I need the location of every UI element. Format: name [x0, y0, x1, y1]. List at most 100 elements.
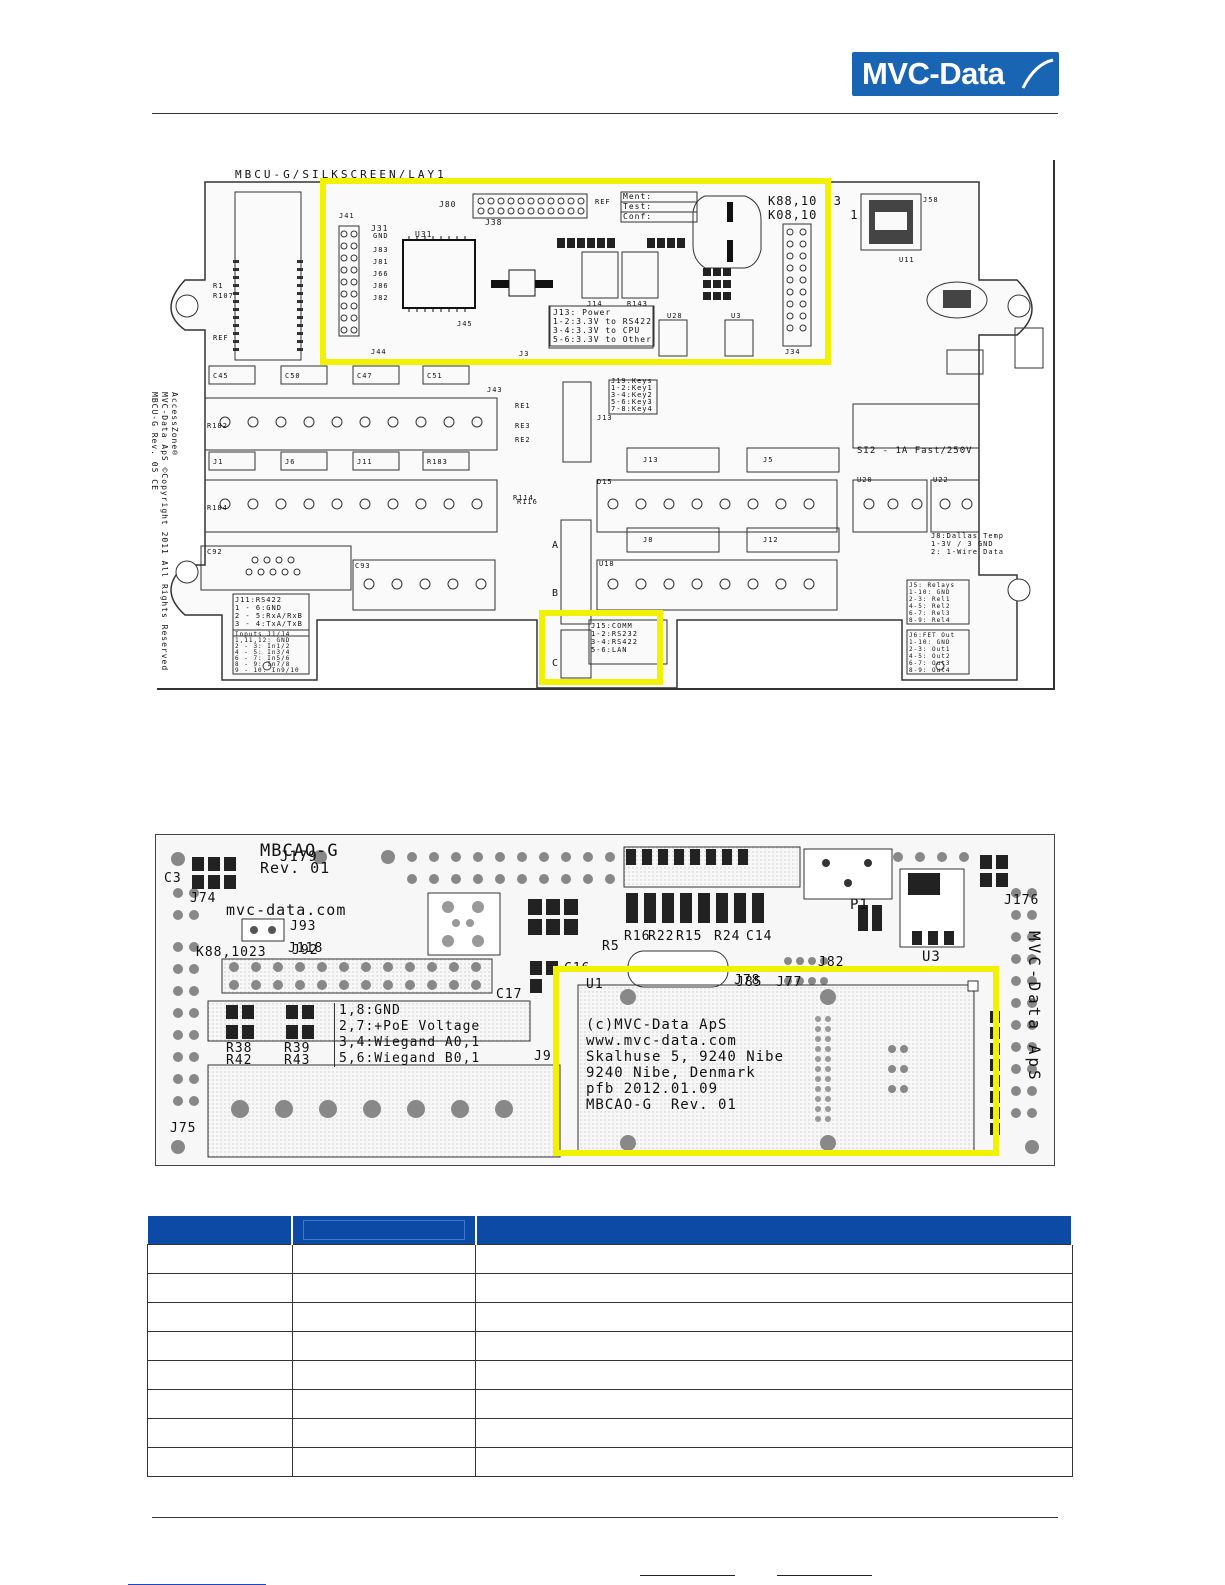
ref-label: REF — [213, 334, 229, 342]
table-cell — [147, 1331, 293, 1361]
j11-line: 3 - 4:TxA/TxB — [235, 620, 303, 628]
ref-label: J9 — [534, 1049, 552, 1064]
table-cell — [291, 1273, 477, 1303]
pin-legend-line: 5,6:Wiegand B0,1 — [339, 1051, 481, 1066]
table-cell — [291, 1447, 477, 1477]
copyright-line: MBCAO-G Rev. 01 — [586, 1097, 737, 1113]
ref-label: J74 — [190, 891, 217, 906]
ref-label: C51 — [427, 372, 443, 380]
bottom-pcb-figure: MBCAO-G Rev. 01 mvc-data.com 1,8:GND 2,7… — [155, 834, 1055, 1166]
ref-label: J45 — [457, 320, 473, 328]
table-row — [147, 1302, 1073, 1332]
board-top-title: MBCU-G/SILKSCREEN/LAY1 — [235, 168, 447, 181]
j6-line: 6-7: Out3 — [909, 660, 951, 667]
table-cell — [147, 1302, 293, 1332]
ref-label: C17 — [496, 987, 523, 1002]
ref-label: R42 — [226, 1053, 253, 1068]
bottom-pcb-drawing — [156, 835, 1054, 1165]
j15-line: 5-6:LAN — [591, 646, 628, 654]
fuse-label: SI2 - 1A Fast/250V — [857, 446, 973, 456]
top-pcb-figure: MBCU-G/SILKSCREEN/LAY1 K88,10 3 K08,10 1… — [150, 160, 1055, 690]
inputs-line: 1,11,12: GND — [235, 637, 291, 644]
footer-rule — [152, 1517, 1058, 1518]
ref-label: J77 — [776, 975, 803, 990]
highlight-box-module — [553, 966, 999, 1156]
side-label-c: C — [552, 658, 560, 669]
ref-label: J66 — [373, 270, 389, 278]
inputs-line: 9 - 10: In9/10 — [235, 667, 300, 674]
right-vertical-text: MVC-Data ApS — [1025, 931, 1044, 1083]
bottom-board-rev: Rev. 01 — [260, 859, 331, 877]
footer-underline-2 — [777, 1575, 872, 1576]
table-cell — [291, 1418, 477, 1448]
ref-label: J31 — [371, 224, 389, 233]
ref-label: R183 — [427, 458, 448, 466]
table-cell — [147, 1273, 293, 1303]
ref-label: R184 — [207, 504, 228, 512]
table-header-row — [147, 1216, 1074, 1245]
table-cell — [291, 1302, 477, 1332]
table-header-cell — [475, 1216, 1074, 1245]
highlight-box-j15 — [539, 610, 663, 685]
top-pcb-drawing — [170, 181, 1044, 688]
ref-label: U3 — [731, 312, 742, 320]
ref-label: U3 — [922, 949, 941, 965]
ref-label: GND — [373, 232, 389, 240]
ref-label: J93 — [290, 919, 317, 934]
ref-label: U1 — [586, 977, 604, 992]
inputs-line: Inputs J1/J4 — [235, 631, 291, 638]
ref-label: J81 — [373, 258, 389, 266]
j8-line: 2: 1-Wire Data — [931, 548, 1005, 556]
j15-line: J15:COMM — [591, 622, 633, 630]
ref-label: RE2 — [515, 436, 531, 444]
inputs-line: 2 - 3: In1/2 — [235, 643, 291, 650]
ref-label: R43 — [284, 1053, 311, 1068]
ref-label: J58 — [923, 196, 939, 204]
j19-line: 7-8:Key4 — [611, 405, 653, 413]
j15-line: 1-2:RS232 — [591, 630, 638, 638]
ref-label: C45 — [213, 372, 229, 380]
j13-line: 5-6:3.3V to Other — [553, 335, 652, 344]
j6-legend: J6:FET Out 1-10: GND 2-3: Out1 4-5: Out2… — [909, 632, 955, 674]
k-number-2: K08,10 1 — [768, 208, 859, 222]
table-cell — [147, 1418, 293, 1448]
j5-line: 2-3: Rel1 — [909, 596, 951, 603]
j6-line: 4-5: Out2 — [909, 653, 951, 660]
ref-label: R16 — [624, 929, 651, 944]
pin-legend-line: 1,8:GND — [339, 1003, 401, 1018]
j19-line: J19:Keys — [611, 377, 653, 385]
ref-label: J85 — [736, 975, 763, 990]
ref-label: J78 — [734, 973, 761, 988]
table-cell — [475, 1447, 1073, 1477]
ref-label: R182 — [207, 422, 228, 430]
header-rule — [152, 113, 1058, 114]
j13-line: 1-2:3.3V to RS422 — [553, 317, 652, 326]
ref-label: U11 — [899, 256, 915, 264]
ref-label: J6 — [285, 458, 296, 466]
table-row — [147, 1360, 1073, 1390]
ref-label: REF — [595, 198, 611, 206]
ref-label: J41 — [339, 212, 355, 220]
table-row — [147, 1331, 1073, 1361]
j11-legend: J11:RS422 1 - 6:GND 2 - 5:RxA/RxB 3 - 4:… — [235, 596, 303, 628]
ref-label: R38 — [226, 1041, 253, 1056]
ref-label: J1 — [213, 458, 224, 466]
pin-legend-line: 2,7:+PoE Voltage — [339, 1019, 481, 1034]
spec-table — [147, 1216, 1074, 1477]
ref-label: C92 — [207, 548, 223, 556]
vertical-copyright: AccessZone® MVC-Data ApS ©Copyright 2011… — [119, 392, 179, 722]
ref-label: U22 — [933, 476, 949, 484]
ref-label: J118 — [288, 941, 324, 956]
ref-label: U28 — [667, 312, 683, 320]
ref-label: D15 — [597, 478, 613, 486]
side-label-a: A — [552, 540, 560, 551]
j6-line: 8-9: Out4 — [909, 667, 951, 674]
vertical-text-line: AccessZone® — [170, 392, 179, 456]
j5-line: J5: Relays — [909, 582, 956, 589]
table-header-cell — [147, 1216, 294, 1245]
ref-label: C50 — [285, 372, 301, 380]
ref-label: U20 — [857, 476, 873, 484]
ref-label: C3 — [164, 871, 182, 886]
ref-label: RE1 — [515, 402, 531, 410]
bottom-board-title: MBCAO-G — [260, 841, 339, 861]
